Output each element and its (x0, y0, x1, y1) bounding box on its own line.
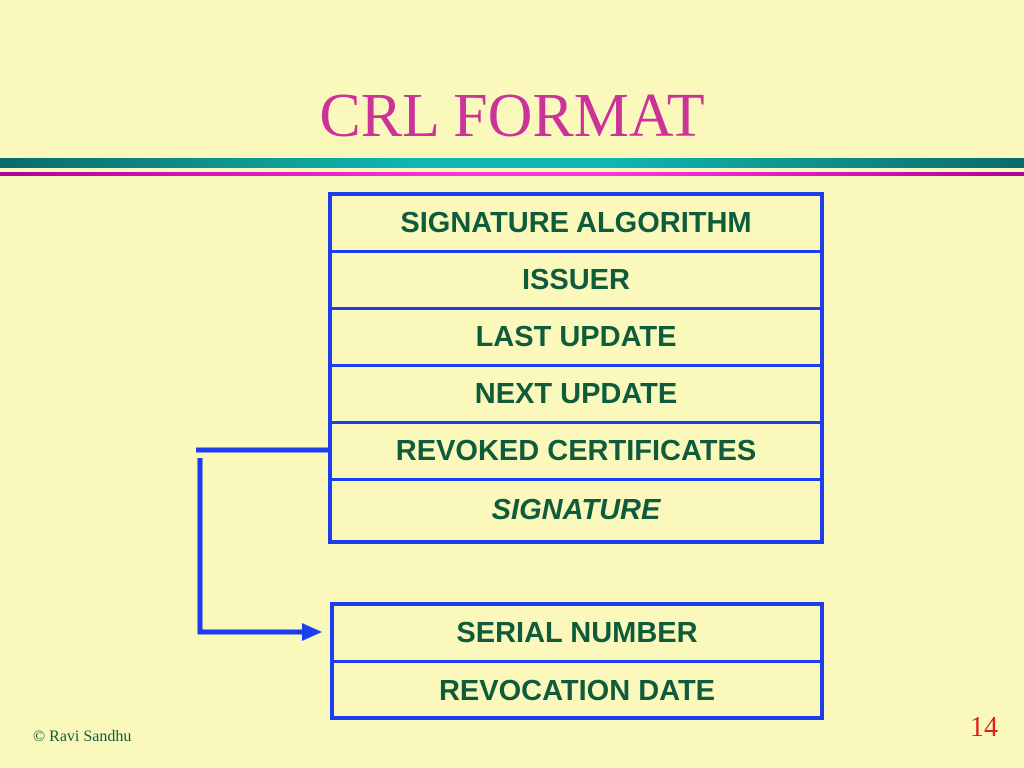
connector-arrowhead (302, 623, 322, 641)
slide-title: CRL FORMAT (319, 82, 705, 150)
field-revoked-certificates: REVOKED CERTIFICATES (332, 424, 820, 481)
field-last-update: LAST UPDATE (332, 310, 820, 367)
field-serial-number: SERIAL NUMBER (334, 606, 820, 663)
crl-format-box: SIGNATURE ALGORITHM ISSUER LAST UPDATE N… (328, 192, 824, 544)
field-issuer: ISSUER (332, 253, 820, 310)
revoked-entry-box: SERIAL NUMBER REVOCATION DATE (330, 602, 824, 720)
copyright-footer: © Ravi Sandhu (33, 728, 132, 745)
title-divider-teal (0, 158, 1024, 168)
connector-bottom-segment (197, 458, 305, 635)
field-signature: SIGNATURE (491, 494, 661, 526)
field-signature-algorithm: SIGNATURE ALGORITHM (332, 196, 820, 253)
field-revocation-date: REVOCATION DATE (438, 675, 716, 707)
page-number: 14 (970, 712, 998, 743)
field-next-update: NEXT UPDATE (332, 367, 820, 424)
title-divider-magenta (0, 172, 1024, 176)
